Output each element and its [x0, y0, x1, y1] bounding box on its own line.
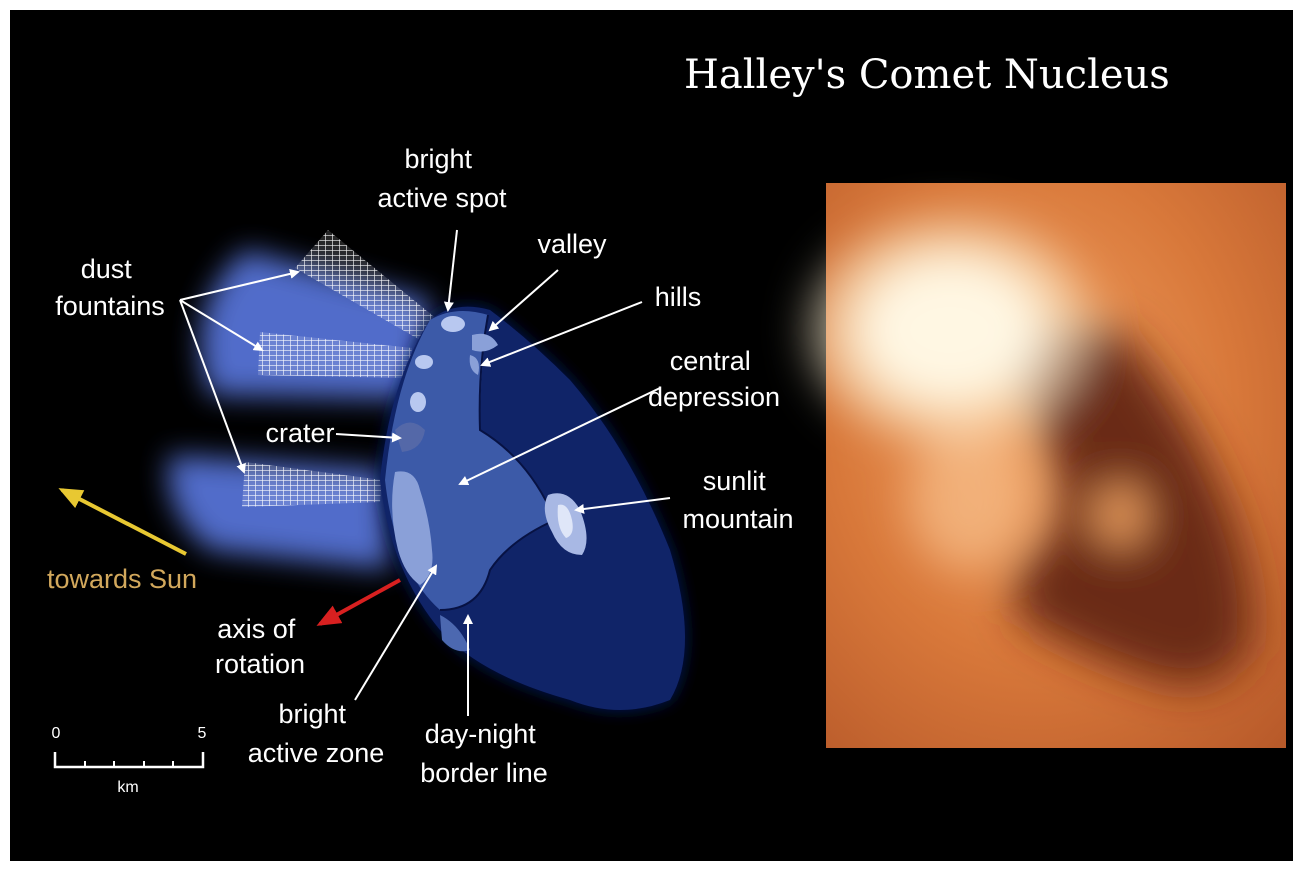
nucleus-photo	[810, 183, 1286, 748]
arrow-towards-sun	[62, 490, 186, 554]
comet-nucleus	[380, 307, 685, 710]
comet-diagram: Halley's Comet Nucleus	[10, 10, 1293, 861]
label-bright-active-spot: bright active spot	[377, 144, 507, 213]
arrow-valley	[490, 270, 558, 330]
figure-frame: Halley's Comet Nucleus	[10, 10, 1293, 861]
scale-unit: km	[117, 779, 138, 796]
arrow-axis-of-rotation	[320, 580, 400, 624]
label-bright-active-zone: bright active zone	[248, 699, 385, 768]
bright-spot-1	[441, 316, 465, 332]
scale-end: 5	[198, 725, 207, 742]
bright-spot-2	[415, 355, 433, 369]
label-hills: hills	[655, 282, 702, 312]
label-crater: crater	[265, 418, 334, 448]
arrow-bright-active-spot	[448, 230, 457, 310]
label-central-depression: central depression	[648, 346, 780, 412]
label-valley: valley	[537, 229, 607, 259]
scale-start: 0	[52, 725, 61, 742]
label-day-night-border: day-night border line	[420, 719, 548, 788]
label-sunlit-mountain: sunlit mountain	[682, 466, 793, 534]
figure-title: Halley's Comet Nucleus	[684, 52, 1170, 98]
label-dust-fountains: dust fountains	[55, 254, 165, 321]
label-axis-of-rotation: axis of rotation	[215, 614, 305, 679]
arrow-bright-active-zone	[355, 566, 436, 700]
bright-spot-3	[410, 392, 426, 412]
label-towards-sun: towards Sun	[47, 564, 197, 594]
scale-bar: 0 5 km	[52, 725, 207, 796]
